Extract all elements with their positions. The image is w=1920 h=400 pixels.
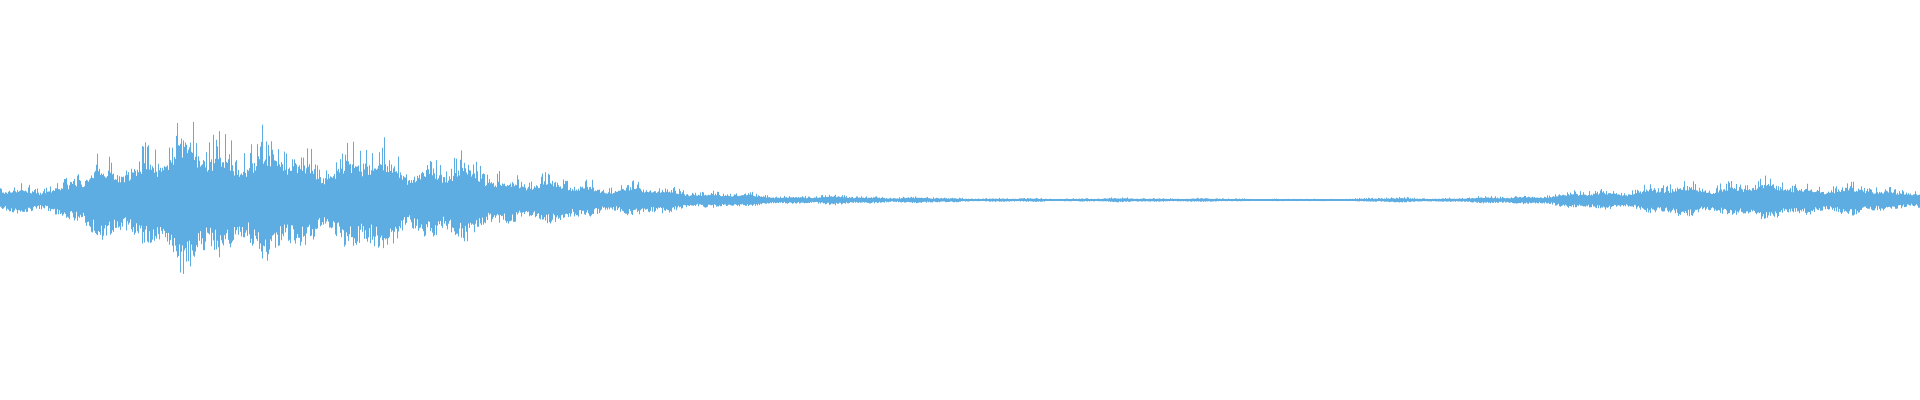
waveform-trace — [0, 122, 1920, 274]
